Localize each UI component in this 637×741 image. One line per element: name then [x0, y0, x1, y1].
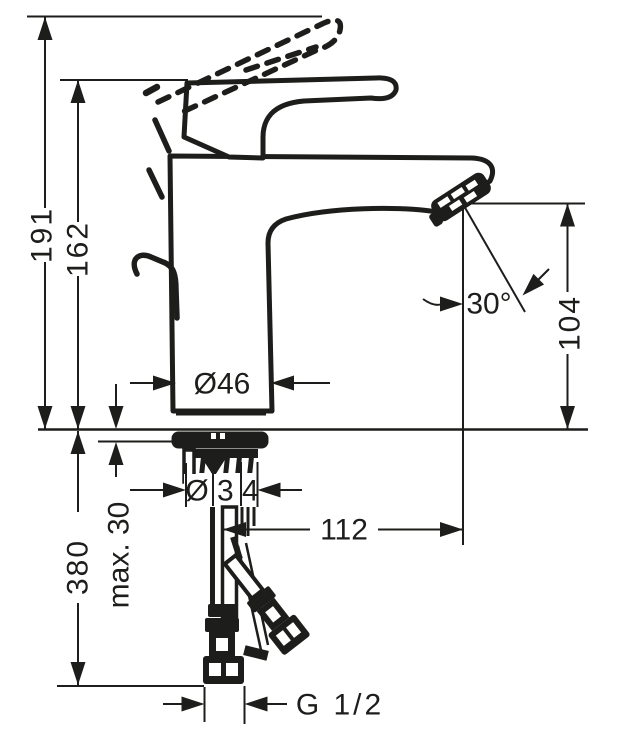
dim-label-30deg: 30°	[466, 288, 511, 321]
dim-label-104: 104	[554, 295, 587, 351]
dim-max-thickness-30: max. 30	[103, 384, 136, 608]
hose-end-bar	[243, 645, 269, 661]
washer	[171, 431, 269, 449]
dim-height-162: 162	[62, 80, 95, 429]
hose-connector-left	[203, 604, 244, 684]
washer-slit	[220, 433, 225, 439]
dim-label-112: 112	[320, 514, 368, 547]
dim-label-191: 191	[26, 207, 59, 263]
hose-bend	[230, 536, 243, 560]
washer-slit	[211, 433, 216, 439]
faucet-body-outline	[167, 153, 496, 414]
mounting-shank	[186, 449, 258, 477]
dim-label-g12: G 1/2	[296, 689, 384, 722]
dim-body-diameter-46: Ø46	[130, 368, 330, 401]
dim-label-380: 380	[62, 539, 95, 595]
dim-thread-g12: G 1/2	[163, 686, 384, 724]
dim-spout-reach-112: 112	[223, 514, 463, 547]
dim-label-d46: Ø46	[194, 368, 251, 401]
faucet-handle	[181, 75, 399, 161]
dim-label-162: 162	[62, 221, 95, 277]
dim-shank-diameter-34: Ø 3 4	[130, 462, 302, 508]
supply-hoses	[203, 505, 310, 684]
dim-outlet-angle-30deg: 30°	[422, 268, 550, 321]
dim-hose-length-380: 380	[62, 431, 95, 685]
angle-reference-line-30deg	[462, 204, 526, 313]
hose-connector-right	[221, 552, 310, 655]
dim-label-d34: Ø 3 4	[185, 475, 258, 508]
label-mask	[184, 474, 266, 506]
mounting-hardware	[171, 431, 269, 506]
dim-outlet-height-104: 104	[554, 203, 587, 429]
faucet-artwork	[131, 17, 496, 416]
handle-raised-dashed	[142, 17, 344, 200]
dim-overall-height-191: 191	[26, 17, 59, 429]
aerator	[429, 172, 491, 227]
dim-label-max30: max. 30	[103, 502, 136, 609]
deck-lines	[38, 428, 588, 687]
pop-up-rod	[131, 252, 180, 321]
